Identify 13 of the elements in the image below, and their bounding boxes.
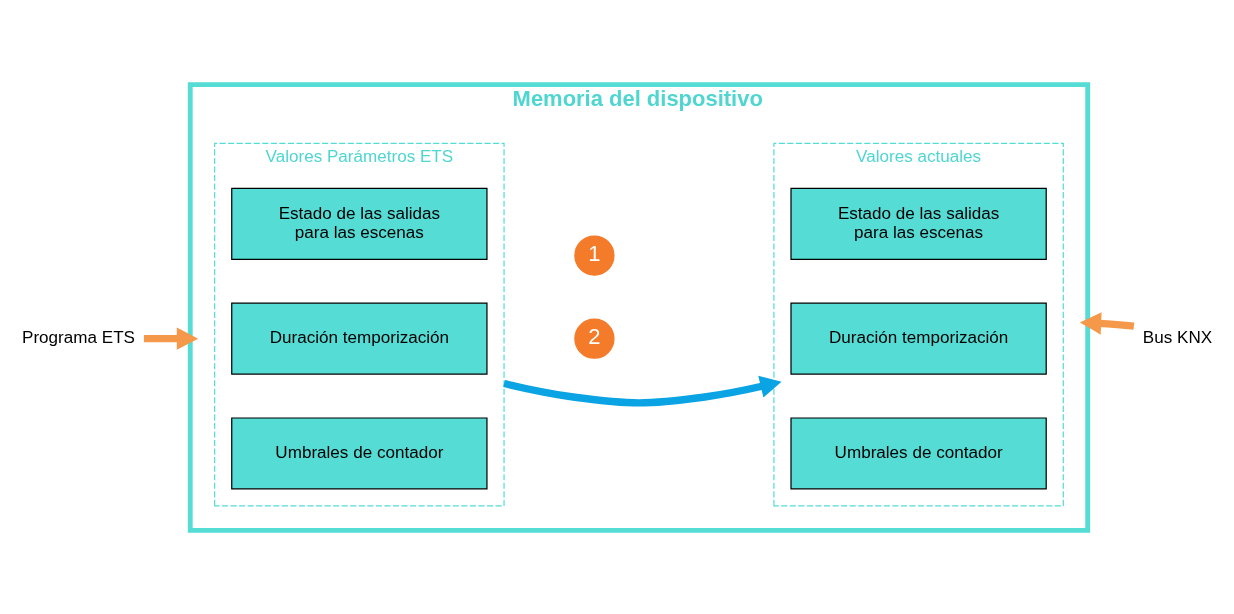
- arrow: [143, 326, 199, 350]
- node-circle: 2: [574, 318, 615, 359]
- arrow: [1079, 311, 1135, 335]
- node-text: Programa ETS: [22, 327, 135, 347]
- node-circle: 1: [574, 234, 615, 276]
- node-box: Duración temporización: [231, 302, 488, 375]
- arrow: [503, 375, 782, 407]
- node-box: Umbrales de contador: [790, 416, 1047, 489]
- node-box: Duración temporización: [790, 302, 1047, 375]
- node-box: Umbrales de contador: [231, 416, 488, 489]
- node-box: Estado de las salidas para las escenas: [790, 187, 1047, 260]
- node-box: Estado de las salidas para las escenas: [231, 187, 488, 260]
- node-text: Bus KNX: [1142, 327, 1213, 347]
